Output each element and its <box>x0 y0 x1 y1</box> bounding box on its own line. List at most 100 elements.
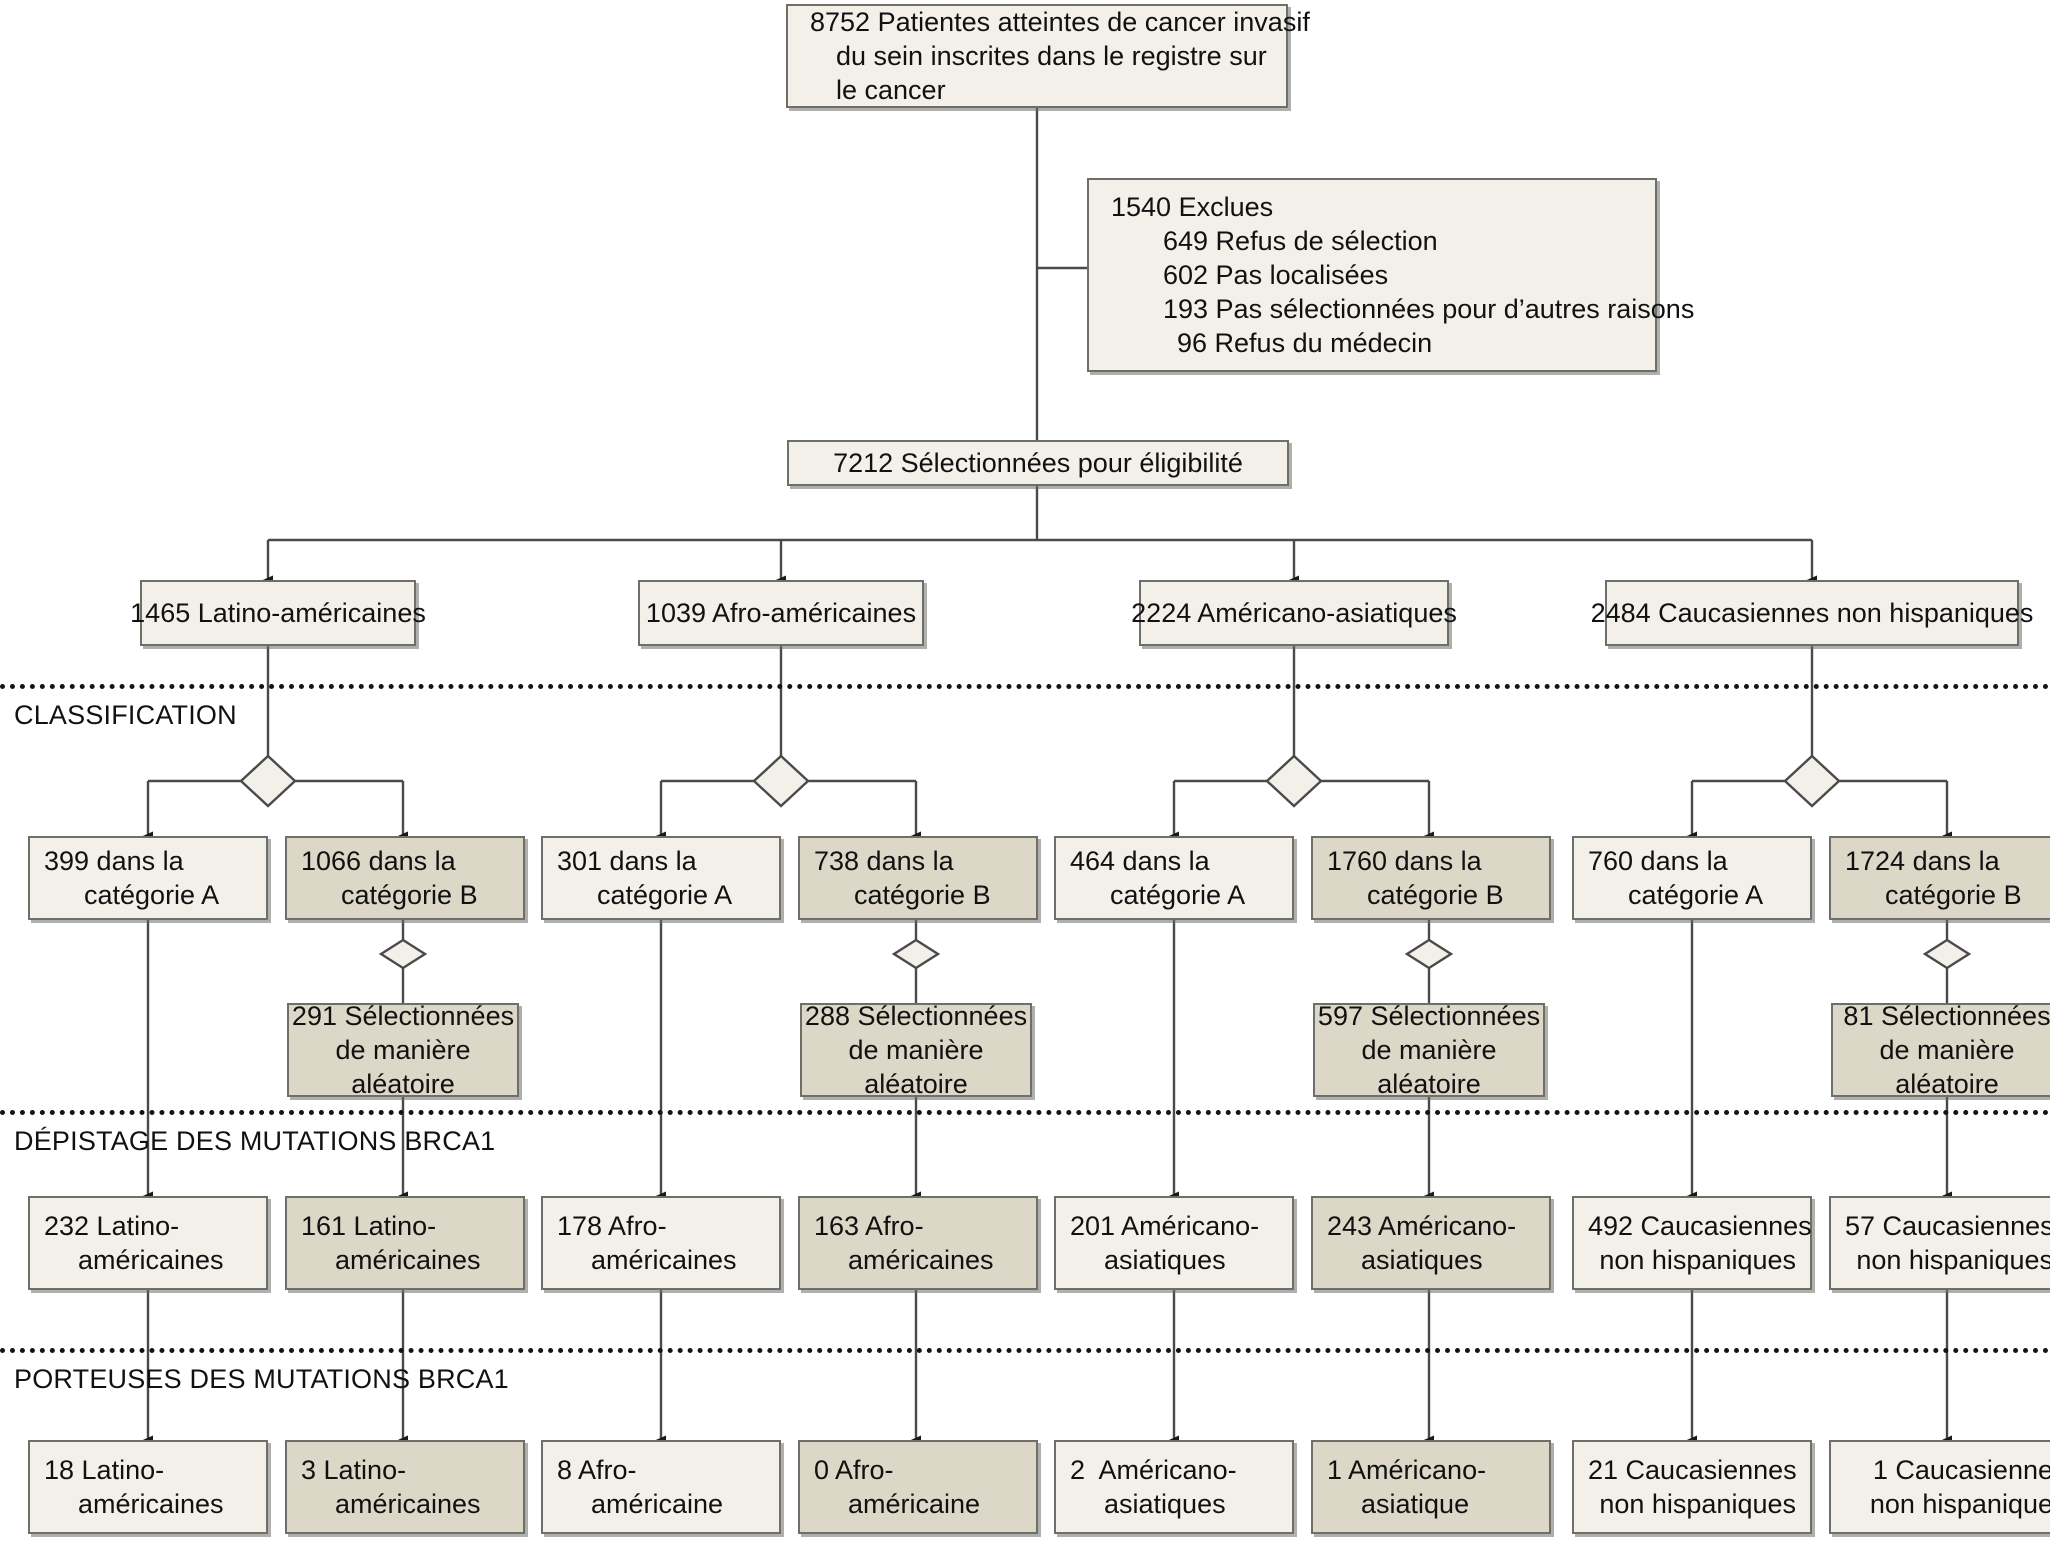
enrolled-line-1: 8752 Patientes atteintes de cancer invas… <box>810 6 1310 37</box>
randomized-box-afro: 288 Sélectionnées de manière aléatoire <box>800 1001 1032 1099</box>
section-label-classification: CLASSIFICATION <box>14 700 237 730</box>
category-asian-b-line1: 1760 dans la <box>1327 845 1482 876</box>
screened-box-white-b: 57 Caucasiennes non hispaniques <box>1829 1196 2050 1290</box>
category-afro-b-line1: 738 dans la <box>814 845 954 876</box>
screened-box-latino-b: 161 Latino- américaines <box>285 1196 525 1290</box>
ethnic-group-white: 2484 Caucasiennes non hispaniques <box>1591 580 2033 646</box>
carriers-white-a-line2: non hispaniques <box>1599 1489 1796 1519</box>
carriers-afro-b-line2: américaine <box>848 1489 981 1519</box>
category-afro-a-line1: 301 dans la <box>557 845 697 876</box>
screened-latino-a-line2: américaines <box>78 1245 224 1275</box>
carriers-box-afro-b: 0 Afro- américaine <box>798 1440 1038 1534</box>
ethnic-group-white-label: 2484 Caucasiennes non hispaniques <box>1590 597 2034 628</box>
category-white-a-line1: 760 dans la <box>1588 845 1728 876</box>
enrolled-patients-box: 8752 Patientes atteintes de cancer invas… <box>786 4 1310 108</box>
screened-box-afro-b: 163 Afro- américaines <box>798 1196 1038 1290</box>
screened-box-asian-b: 243 Américano- asiatiques <box>1311 1196 1551 1290</box>
category-asian-b-line2: catégorie B <box>1367 880 1504 910</box>
screened-asian-a-line1: 201 Américano- <box>1070 1210 1260 1241</box>
carriers-box-latino-b: 3 Latino- américaines <box>285 1440 525 1534</box>
carriers-latino-b-line2: américaines <box>335 1489 481 1519</box>
divider-screening <box>0 1110 2050 1115</box>
screened-box-white-a: 492 Caucasiennes non hispaniques <box>1572 1196 1812 1290</box>
category-box-white-a: 760 dans la catégorie A <box>1572 836 1812 920</box>
excluded-item-2: 193 Pas sélectionnées pour d’autres rais… <box>1163 294 1695 325</box>
screened-afro-a-line2: américaines <box>591 1245 737 1275</box>
carriers-asian-a-line2: asiatiques <box>1104 1489 1226 1519</box>
carriers-box-white-a: 21 Caucasiennes non hispaniques <box>1572 1440 1812 1534</box>
enrolled-line-2: du sein inscrites dans le registre sur <box>836 41 1267 71</box>
randomized-afro-line3: aléatoire <box>864 1069 968 1100</box>
screened-latino-a-line1: 232 Latino- <box>44 1210 180 1241</box>
section-label-carriers: PORTEUSES DES MUTATIONS BRCA1 <box>14 1364 509 1394</box>
screened-box-latino-a: 232 Latino- américaines <box>28 1196 268 1290</box>
carriers-afro-a-line1: 8 Afro- <box>557 1454 637 1485</box>
carriers-white-a-line1: 21 Caucasiennes <box>1588 1454 1797 1485</box>
carriers-latino-a-line2: américaines <box>78 1489 224 1519</box>
carriers-asian-b-line1: 1 Américano- <box>1327 1454 1487 1485</box>
randomized-white-line1: 81 Sélectionnées <box>1843 1000 2050 1031</box>
category-box-asian-b: 1760 dans la catégorie B <box>1311 836 1551 920</box>
category-white-b-line1: 1724 dans la <box>1845 845 2000 876</box>
randomized-white-line3: aléatoire <box>1895 1069 1999 1100</box>
category-box-asian-a: 464 dans la catégorie A <box>1054 836 1294 920</box>
carriers-box-afro-a: 8 Afro- américaine <box>541 1440 781 1534</box>
carriers-afro-a-line2: américaine <box>591 1489 724 1519</box>
randomized-latino-line2: de manière <box>335 1035 471 1065</box>
category-latino-b-line1: 1066 dans la <box>301 845 456 876</box>
carriers-white-b-line1: 1 Caucasienne <box>1872 1454 2050 1485</box>
category-latino-b-line2: catégorie B <box>341 880 478 910</box>
randomized-asian-line2: de manière <box>1361 1035 1497 1065</box>
screened-afro-b-line1: 163 Afro- <box>814 1210 924 1241</box>
category-box-latino-a: 399 dans la catégorie A <box>28 836 268 920</box>
randomized-latino-line3: aléatoire <box>351 1069 455 1100</box>
randomized-box-white: 81 Sélectionnées de manière aléatoire <box>1831 1001 2050 1099</box>
screened-latino-b-line2: américaines <box>335 1245 481 1275</box>
category-white-a-line2: catégorie A <box>1628 880 1764 910</box>
screened-white-a-line2: non hispaniques <box>1599 1245 1796 1275</box>
category-latino-a-line2: catégorie A <box>84 880 220 910</box>
screened-white-a-line1: 492 Caucasiennes <box>1588 1210 1812 1241</box>
divider-classification <box>0 684 2050 689</box>
carriers-afro-b-line1: 0 Afro- <box>814 1454 894 1485</box>
randomized-latino-line1: 291 Sélectionnées <box>291 1000 515 1031</box>
category-asian-a-line2: catégorie A <box>1110 880 1246 910</box>
screened-asian-b-line1: 243 Américano- <box>1327 1210 1517 1241</box>
category-latino-a-line1: 399 dans la <box>44 845 184 876</box>
carriers-box-asian-b: 1 Américano- asiatique <box>1311 1440 1551 1534</box>
carriers-box-white-b: 1 Caucasienne non hispanique <box>1829 1440 2050 1534</box>
category-box-white-b: 1724 dans la catégorie B <box>1829 836 2050 920</box>
screened-white-b-line2: non hispaniques <box>1856 1245 2050 1275</box>
excluded-title: 1540 Exclues <box>1111 191 1274 222</box>
category-asian-a-line1: 464 dans la <box>1070 845 1210 876</box>
eligibility-label: 7212 Sélectionnées pour éligibilité <box>833 447 1243 478</box>
ethnic-group-latino-label: 1465 Latino-américaines <box>130 597 426 628</box>
randomized-asian-line3: aléatoire <box>1377 1069 1481 1100</box>
randomized-afro-line2: de manière <box>848 1035 984 1065</box>
excluded-box: 1540 Exclues 649 Refus de sélection 602 … <box>1087 178 1695 372</box>
carriers-asian-b-line2: asiatique <box>1361 1489 1470 1519</box>
divider-carriers <box>0 1348 2050 1353</box>
eligibility-box: 7212 Sélectionnées pour éligibilité <box>787 440 1289 486</box>
screened-asian-b-line2: asiatiques <box>1361 1245 1483 1275</box>
ethnic-group-asian: 2224 Américano-asiatiques <box>1131 580 1457 646</box>
carriers-asian-a-line1: 2 Américano- <box>1070 1454 1237 1485</box>
carriers-box-latino-a: 18 Latino- américaines <box>28 1440 268 1534</box>
excluded-item-1: 602 Pas localisées <box>1163 260 1389 290</box>
category-box-latino-b: 1066 dans la catégorie B <box>285 836 525 920</box>
category-afro-b-line2: catégorie B <box>854 880 991 910</box>
ethnic-group-asian-label: 2224 Américano-asiatiques <box>1131 597 1457 628</box>
screened-white-b-line1: 57 Caucasiennes <box>1845 1210 2050 1241</box>
category-box-afro-b: 738 dans la catégorie B <box>798 836 1038 920</box>
randomized-box-asian: 597 Sélectionnées de manière aléatoire <box>1313 1001 1545 1099</box>
screened-box-afro-a: 178 Afro- américaines <box>541 1196 781 1290</box>
screened-afro-a-line1: 178 Afro- <box>557 1210 667 1241</box>
ethnic-group-afro-label: 1039 Afro-américaines <box>645 597 917 628</box>
screened-asian-a-line2: asiatiques <box>1104 1245 1226 1275</box>
category-box-afro-a: 301 dans la catégorie A <box>541 836 781 920</box>
randomized-afro-line1: 288 Sélectionnées <box>804 1000 1028 1031</box>
category-white-b-line2: catégorie B <box>1885 880 2022 910</box>
enrolled-line-3: le cancer <box>836 75 946 106</box>
